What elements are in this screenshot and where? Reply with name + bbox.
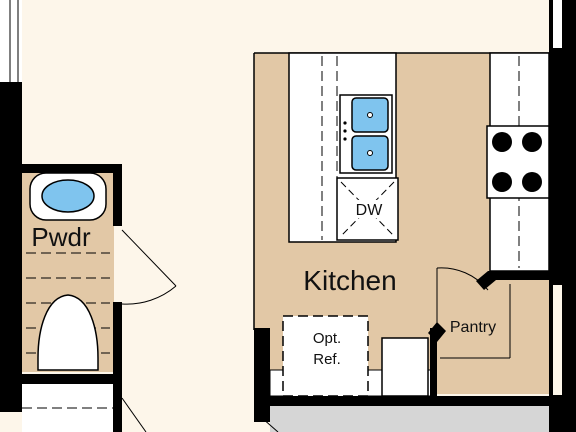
powder-room: Pwdr bbox=[0, 164, 177, 384]
cooktop-icon bbox=[486, 125, 550, 199]
kitchen-room: DW Opt. Ref. bbox=[253, 52, 550, 432]
lavatory-sink-icon bbox=[29, 172, 107, 221]
base-cabinet bbox=[381, 337, 429, 397]
powder-south-wall bbox=[0, 374, 122, 384]
dishwasher-label: DW bbox=[356, 202, 384, 219]
toilet-icon bbox=[37, 294, 99, 371]
opt-ref-line2: Ref. bbox=[313, 351, 341, 368]
stair-area bbox=[22, 384, 147, 432]
optional-refrigerator: Opt. Ref. bbox=[282, 315, 369, 397]
garage-area bbox=[270, 406, 549, 432]
left-wall-strip bbox=[0, 0, 22, 412]
kitchen-label: Kitchen bbox=[303, 265, 396, 296]
powder-door bbox=[121, 229, 177, 305]
double-sink-icon bbox=[339, 94, 393, 174]
powder-north-wall bbox=[22, 164, 122, 173]
dishwasher: DW bbox=[336, 177, 399, 241]
pantry-label: Pantry bbox=[450, 319, 496, 336]
south-wall bbox=[262, 396, 549, 406]
opt-ref-line1: Opt. bbox=[313, 330, 341, 347]
pantry: Pantry bbox=[428, 267, 549, 396]
powder-label: Pwdr bbox=[31, 222, 91, 252]
powder-east-wall bbox=[113, 164, 122, 226]
